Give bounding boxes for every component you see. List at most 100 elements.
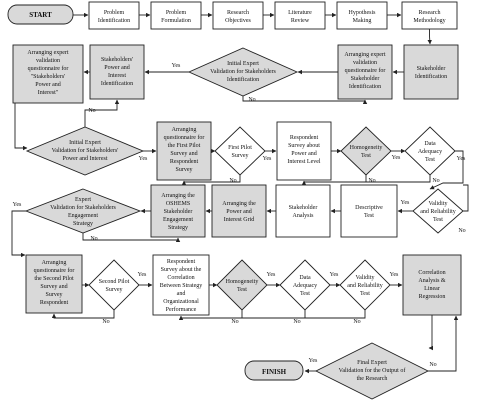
start-label: START (29, 11, 52, 19)
arranging-questionnaire-first-pilot-box: Arranging questionnaire for the First Pi… (156, 121, 212, 181)
svg-text:Strategy: Strategy (168, 225, 188, 231)
svg-text:Correlation: Correlation (418, 270, 445, 276)
problem-formulation-box: Problem Formulation (150, 1, 202, 30)
svg-text:validation: validation (36, 58, 60, 64)
final-expert-validation-diamond: Final Expert Validation for the Output o… (314, 342, 430, 400)
svg-text:validation: validation (353, 60, 377, 66)
svg-text:Engagement: Engagement (68, 213, 98, 219)
svg-text:Validity: Validity (356, 275, 375, 281)
edge-label-no: No (231, 319, 238, 325)
start-node: START (7, 4, 74, 25)
svg-text:Test: Test (237, 287, 247, 293)
svg-text:First Pilot: First Pilot (228, 145, 252, 151)
svg-text:Respondent: Respondent (167, 259, 196, 265)
first-pilot-survey-diamond: First Pilot Survey (214, 126, 266, 176)
arranging-expert-validation-2-box: Arranging expert validation questionnair… (12, 44, 84, 104)
arrow (242, 96, 368, 105)
edge-label-yes: Yes (401, 200, 410, 206)
svg-text:Test: Test (360, 291, 370, 297)
svg-text:Stakeholders': Stakeholders' (101, 57, 133, 63)
svg-text:Second Pilot: Second Pilot (99, 279, 130, 285)
second-pilot-survey-diamond: Second Pilot Survey (88, 259, 140, 311)
svg-text:Stakeholder: Stakeholder (164, 209, 193, 215)
stakeholders-power-interest-identification-box: Stakeholders' Power and Interest Identif… (89, 44, 145, 100)
svg-text:Identification: Identification (227, 76, 259, 83)
svg-text:Arranging the: Arranging the (222, 201, 256, 207)
edge-label-no: No (102, 319, 109, 325)
edge-label-no: No (353, 319, 360, 325)
svg-text:Making: Making (353, 18, 372, 24)
svg-text:Adequacy: Adequacy (293, 283, 317, 289)
svg-text:Final Expert: Final Expert (357, 360, 387, 366)
svg-text:Expert: Expert (75, 197, 91, 203)
arrow (242, 310, 306, 319)
svg-text:Arranging: Arranging (172, 127, 197, 133)
svg-text:Survey: Survey (232, 153, 249, 159)
svg-text:Identification: Identification (98, 17, 130, 24)
arranging-expert-validation-1-box: Arranging expert validation questionnair… (337, 44, 393, 100)
svg-text:Respondent: Respondent (170, 159, 199, 165)
homogeneity-test-2-diamond: Homogeneity Test (216, 259, 268, 311)
svg-text:Problem: Problem (104, 10, 125, 16)
arranging-questionnaire-second-pilot-box: Arranging questionnaire for the Second P… (25, 254, 83, 314)
edge-label-yes: Yes (139, 156, 148, 162)
svg-text:Interest Level: Interest Level (287, 159, 320, 165)
validity-reliability-test-1-diamond: Validity and Reliability Test (412, 188, 464, 234)
arrow (181, 175, 241, 186)
edge-label-yes: Yes (263, 156, 272, 162)
svg-text:Interest Grid: Interest Grid (224, 217, 255, 223)
svg-text:Survey about: Survey about (288, 143, 320, 149)
svg-text:Validity: Validity (429, 201, 448, 207)
svg-text:Data: Data (424, 141, 436, 147)
finish-label: FINISH (262, 368, 287, 376)
initial-expert-validation-2-diamond: Initial Expert Validation for Stakeholde… (25, 126, 145, 176)
svg-text:Methodology: Methodology (413, 18, 445, 24)
svg-text:questionnaire for: questionnaire for (345, 67, 386, 74)
edge-label-no: No (293, 319, 300, 325)
svg-text:Correlation: Correlation (167, 275, 194, 281)
stakeholder-identification-box: Stakeholder Identification (403, 44, 459, 100)
descriptive-test-box: Descriptive Test (340, 184, 398, 238)
svg-text:Survey: Survey (176, 167, 193, 173)
edge-label-no: No (368, 178, 375, 184)
svg-text:Homogeneity: Homogeneity (350, 145, 383, 151)
svg-text:Literature: Literature (288, 10, 312, 16)
arrow (428, 315, 459, 372)
svg-text:Data: Data (299, 275, 311, 281)
arrow (366, 175, 431, 183)
svg-text:Objectives: Objectives (225, 18, 251, 24)
arrow (301, 175, 367, 186)
svg-text:Regression: Regression (419, 294, 446, 300)
svg-text:Analysis: Analysis (293, 213, 315, 219)
edge-label-yes: Yes (13, 202, 22, 208)
edge-label-no: No (88, 108, 95, 114)
edge-label-no: No (248, 97, 255, 103)
expert-validation-engagement-diamond: Expert Validation for Stakeholders Engag… (24, 188, 142, 234)
svg-text:Power and: Power and (291, 151, 317, 157)
svg-text:Arranging expert: Arranging expert (27, 50, 68, 56)
literature-review-box: Literature Review (274, 1, 326, 30)
respondent-survey-power-interest-box: Respondent Survey about Power and Intere… (276, 121, 332, 181)
svg-text:Survey and: Survey and (40, 284, 67, 290)
arrow (14, 103, 28, 151)
svg-text:the Second Pilot: the Second Pilot (34, 276, 74, 282)
arrow (178, 310, 243, 321)
edge-label-no: No (432, 178, 439, 184)
correlation-analysis-box: Correlation Analysis & Linear Regression (402, 254, 462, 316)
arranging-power-interest-grid-box: Arranging the Power and Interest Grid (211, 184, 267, 238)
svg-text:Interest": Interest" (38, 90, 59, 96)
hypothesis-making-box: Hypothesis Making (336, 1, 388, 30)
svg-text:Interest: Interest (108, 73, 126, 79)
svg-text:Arranging the: Arranging the (161, 193, 195, 199)
svg-text:Validation for Stakeholders: Validation for Stakeholders (210, 68, 276, 75)
svg-text:Test: Test (300, 291, 310, 297)
edge-label-yes: Yes (390, 272, 399, 278)
svg-text:and Reliability: and Reliability (347, 283, 383, 289)
arrow (84, 99, 120, 127)
svg-text:Research: Research (227, 10, 249, 16)
svg-text:Stakeholder: Stakeholder (289, 205, 318, 211)
problem-identification-box: Problem Identification (88, 1, 140, 30)
svg-text:Organizational: Organizational (163, 299, 199, 305)
edge-label-yes: Yes (392, 155, 401, 161)
